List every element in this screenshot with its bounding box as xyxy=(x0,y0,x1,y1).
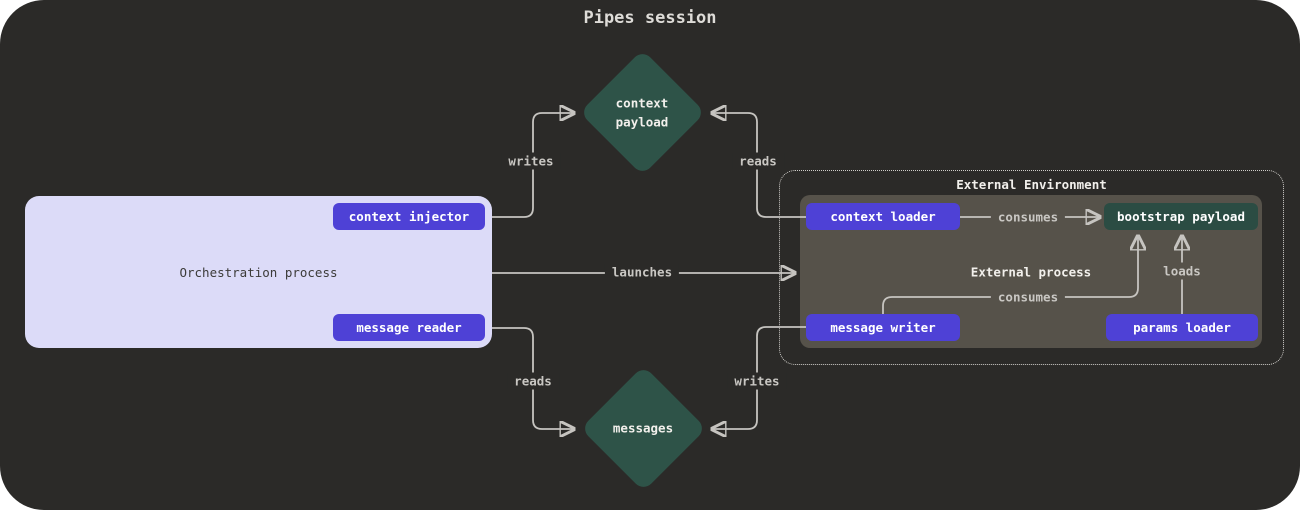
context-payload-label: context payload xyxy=(615,95,669,129)
edge-label-reads-bottom: reads xyxy=(507,372,559,390)
edge-label-loads: loads xyxy=(1156,262,1208,280)
diagram-title: Pipes session xyxy=(583,8,717,28)
edge-label-writes-top: writes xyxy=(501,152,561,170)
orchestration-process-label: Orchestration process xyxy=(179,264,338,280)
edge-label-consumes-bottom: consumes xyxy=(990,288,1066,306)
message-writer-node: message writer xyxy=(806,314,960,341)
params-loader-node: params loader xyxy=(1106,314,1258,341)
external-environment-label: External Environment xyxy=(956,177,1107,192)
edge-label-consumes-top: consumes xyxy=(990,208,1066,226)
external-process-label: External process xyxy=(970,264,1092,280)
message-reader-node: message reader xyxy=(333,314,485,341)
context-loader-node: context loader xyxy=(806,203,960,230)
edge-label-reads-top: reads xyxy=(732,152,784,170)
edge-label-writes-bottom: writes xyxy=(727,372,787,390)
messages-label: messages xyxy=(612,420,674,436)
external-environment-box: External Environment xyxy=(779,170,1284,365)
context-injector-node: context injector xyxy=(333,203,485,230)
edge-label-launches: launches xyxy=(604,263,680,281)
bootstrap-payload-node: bootstrap payload xyxy=(1104,203,1258,230)
